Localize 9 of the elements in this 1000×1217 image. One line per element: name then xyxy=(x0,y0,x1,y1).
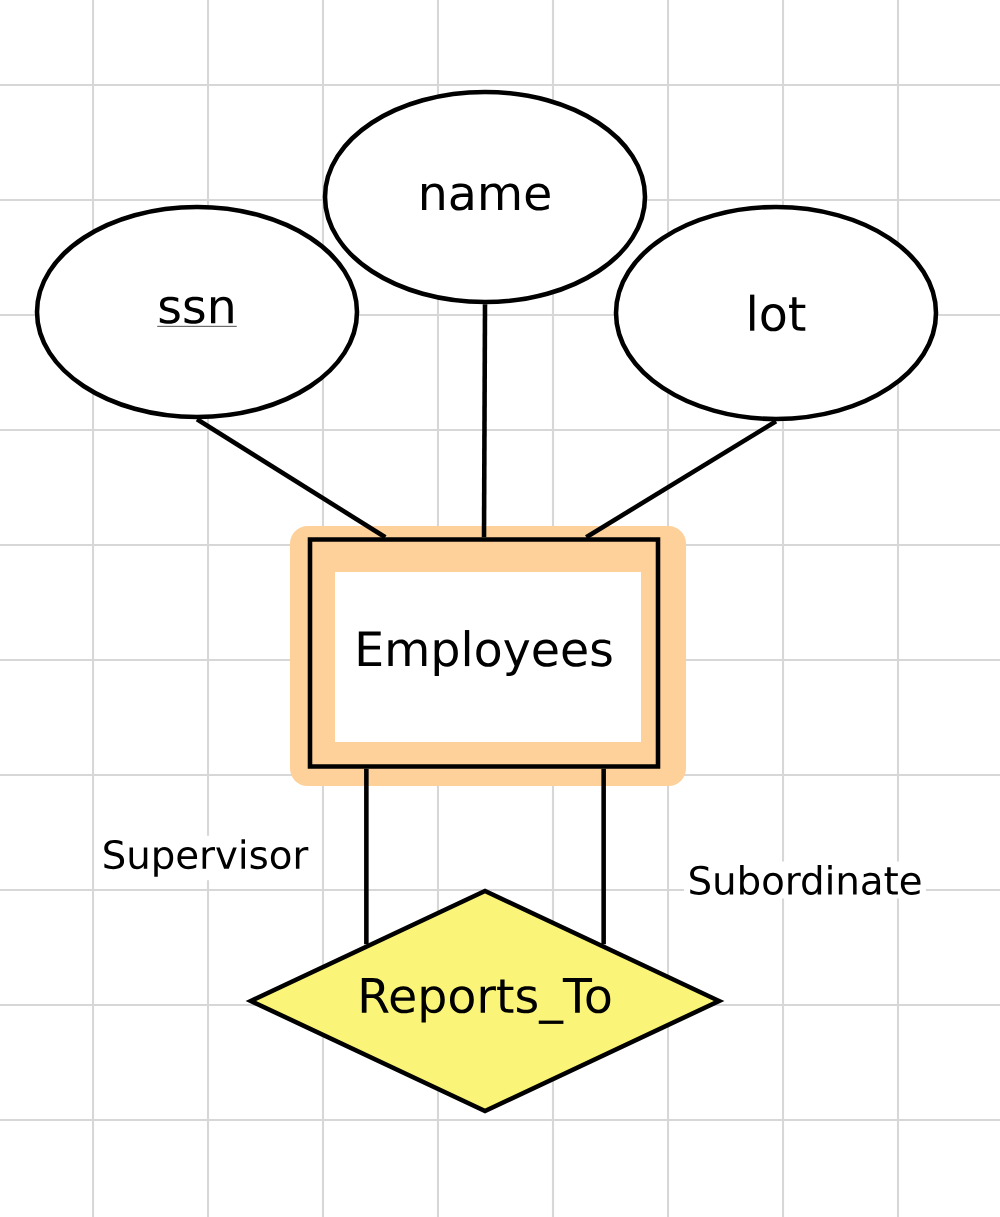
role-label: Subordinate xyxy=(684,861,926,899)
connector-line xyxy=(364,768,369,945)
entity-box: Employees xyxy=(307,537,661,769)
connector-line xyxy=(481,304,488,538)
connector-line xyxy=(601,768,606,945)
role-label: Supervisor xyxy=(98,835,312,881)
connector-line xyxy=(585,419,778,540)
connector-line xyxy=(195,417,387,540)
node-label: lot xyxy=(750,294,806,332)
